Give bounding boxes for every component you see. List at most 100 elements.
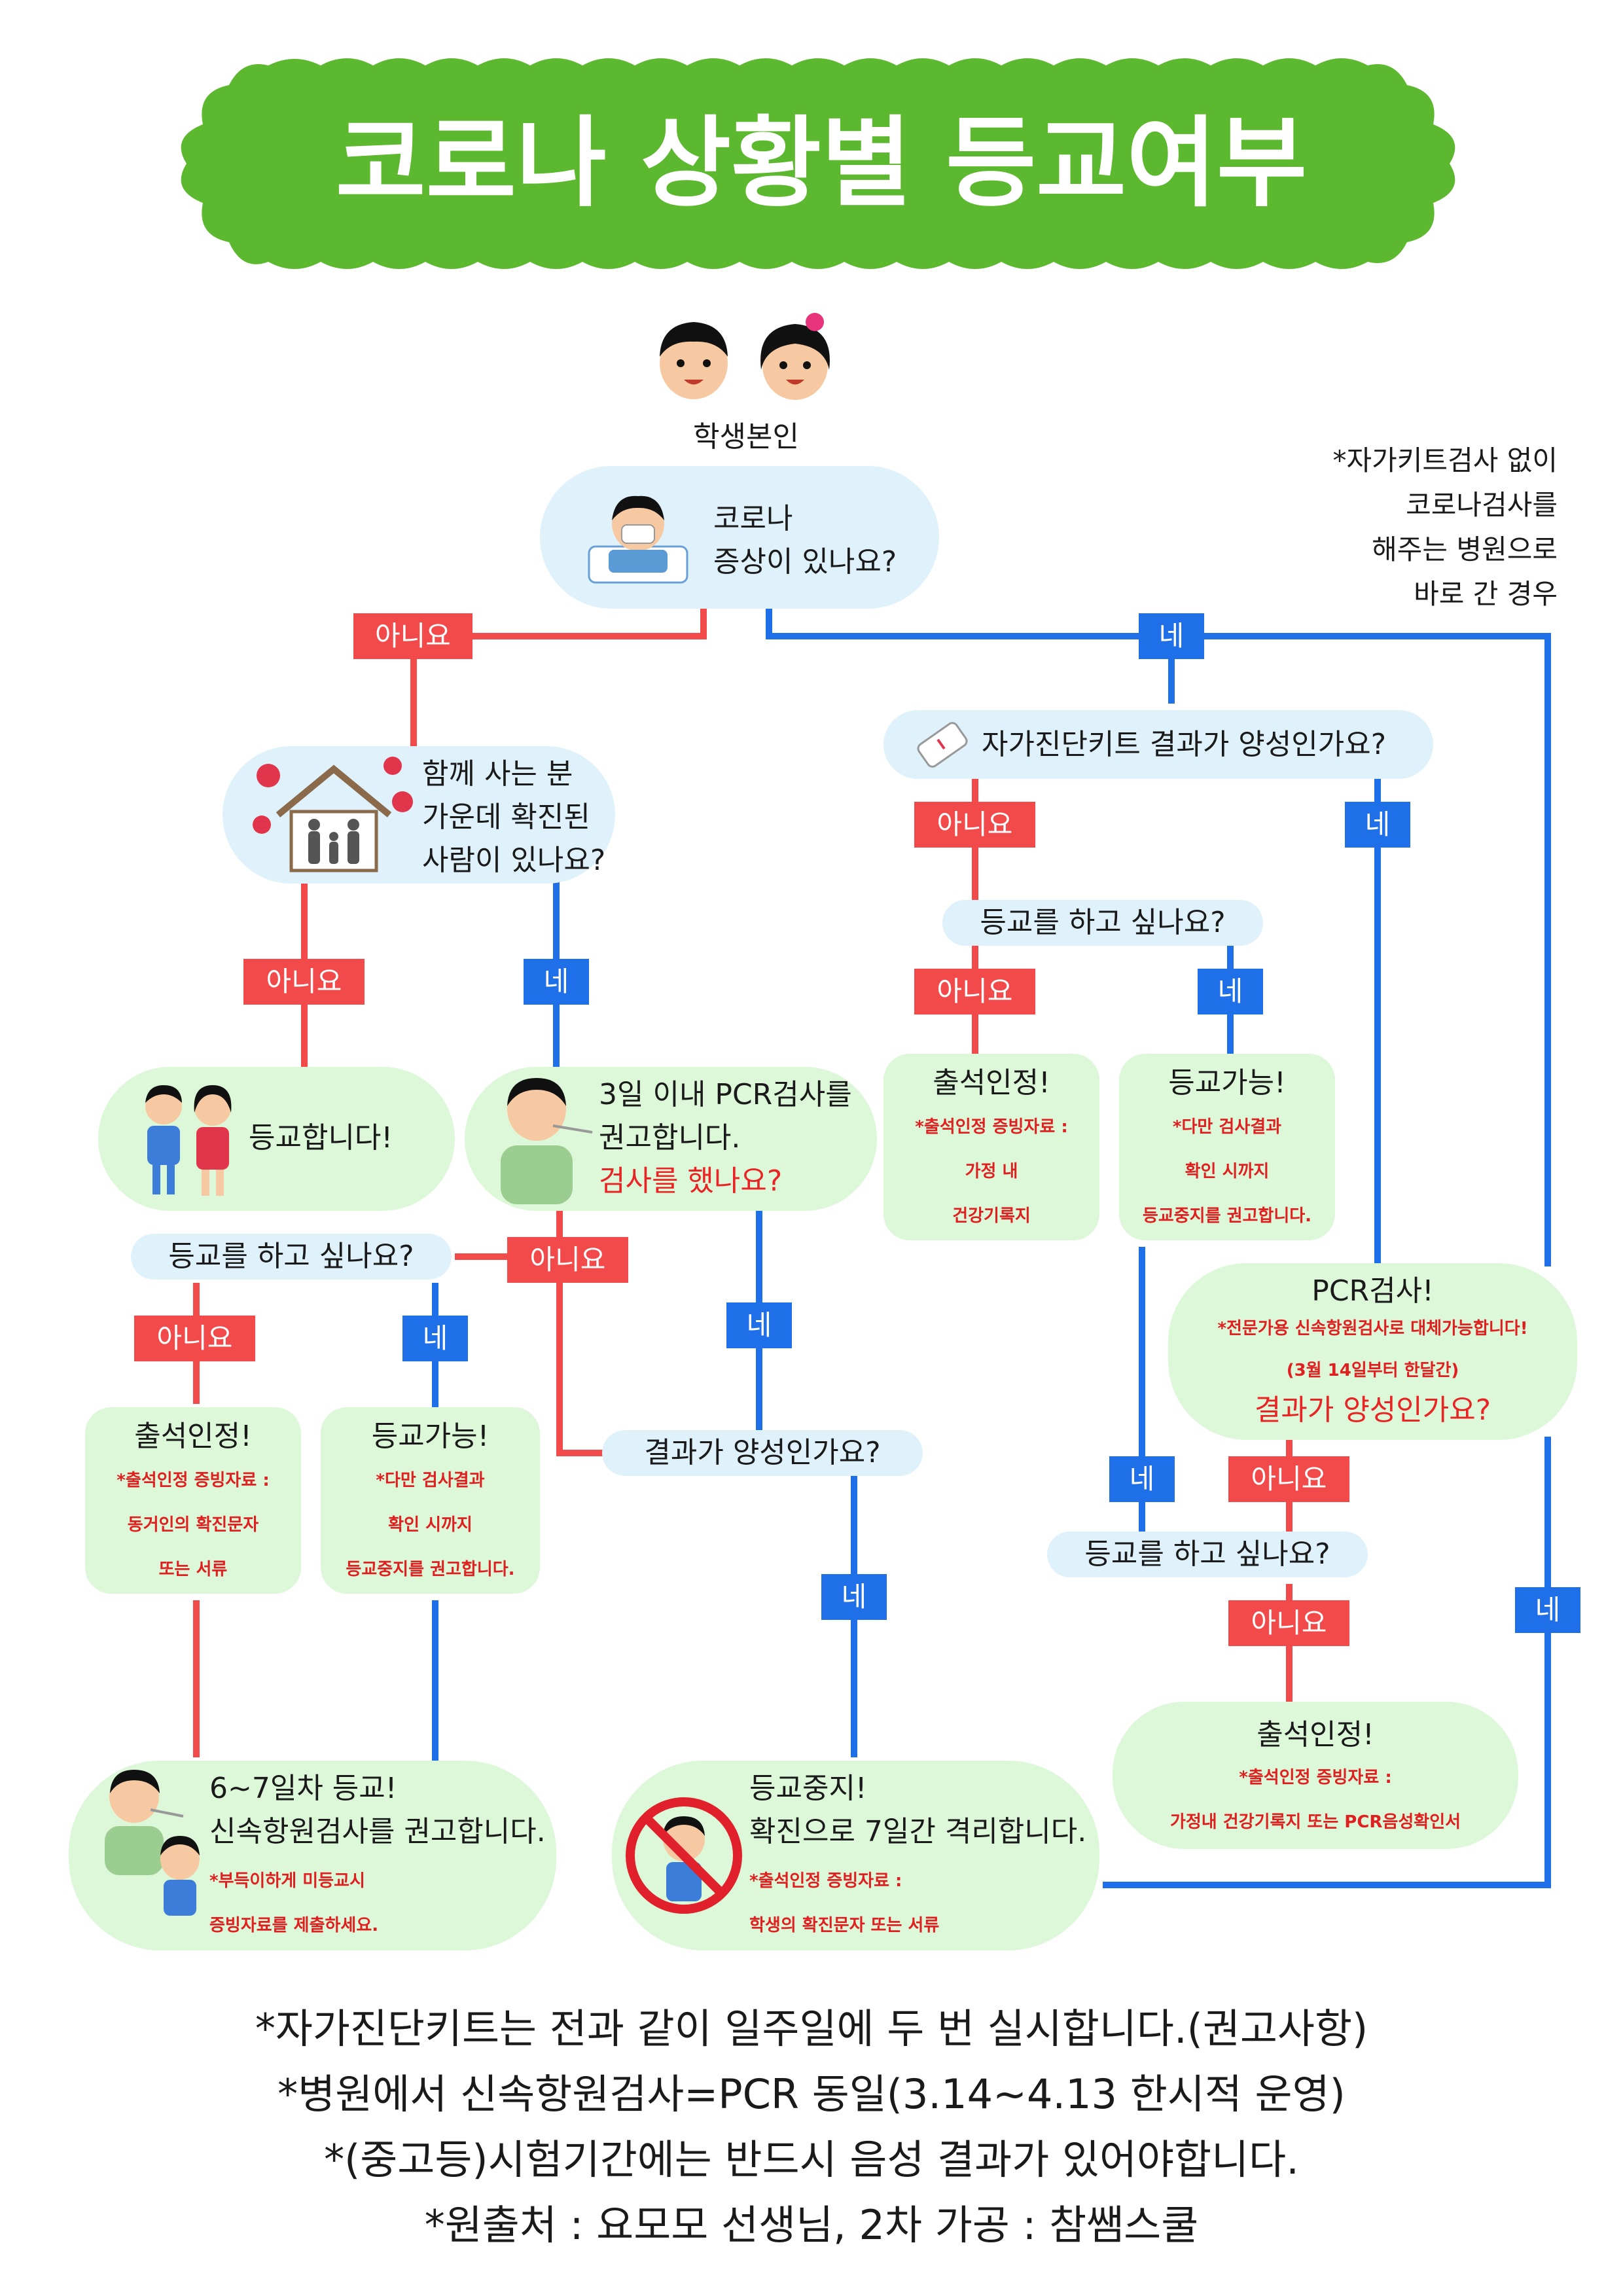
label-household-yes: 네 — [524, 959, 589, 1005]
day67-text: 6~7일차 등교! 신속항원검사를 권고합니다. — [209, 1767, 546, 1854]
footer-source: *원출처 : 요모모 선생님, 2차 가공 : 참쌤스쿨 — [424, 2201, 1199, 2249]
pcr-node: PCR검사! *전문가용 신속항원검사로 대체가능합니다! (3월 14일부터 … — [1168, 1263, 1577, 1440]
note-line: 학생의 확진문자 또는 서류 — [749, 1916, 940, 1935]
question-line: 코로나 — [713, 502, 793, 535]
note-line: (3월 14일부터 한달간) — [1286, 1361, 1459, 1380]
label-left-want-no: 아니요 — [134, 1316, 255, 1361]
possible-left-lines: *다만 검사결과 확인 시까지 등교중지를 권고합니다. — [321, 1458, 540, 1592]
no-entry-child-icon — [626, 1797, 742, 1914]
note-line: 가정 내 — [965, 1162, 1018, 1181]
label-kit-want-yes: 네 — [1198, 969, 1263, 1014]
label-mid-want-no: 아니요 — [1228, 1600, 1349, 1646]
attend-kit-node: 출석인정! *출석인정 증빙자료 : 가정 내 건강기록지 — [883, 1054, 1099, 1240]
label-pcr-res-yes: 네 — [1515, 1587, 1580, 1633]
note-line: *출석인정 증빙자료 : — [749, 1871, 902, 1891]
line-sidenote-direct — [1168, 633, 1551, 1266]
label-pcr-no: 아니요 — [507, 1237, 628, 1283]
note-line: 가정내 건강기록지 또는 PCR음성확인서 — [1169, 1812, 1461, 1832]
question-line: 가운데 확진된 — [422, 800, 590, 834]
attend-kit-title: 출석인정! — [933, 1066, 1050, 1100]
kids-backpack-icon — [145, 1085, 232, 1196]
girl-icon — [760, 313, 830, 400]
label-result-yes: 네 — [821, 1574, 887, 1620]
boy-icon — [660, 322, 728, 399]
top-label: 학생본인 — [693, 420, 799, 454]
sick-child-icon — [588, 495, 688, 584]
side-note-line: 해주는 병원으로 — [1372, 533, 1558, 565]
label-symptom-no: 아니요 — [353, 613, 473, 659]
side-note: *자가키트검사 없이 코로나검사를 해주는 병원으로 바로 간 경우 — [1191, 439, 1558, 617]
want-school-right-text: 등교를 하고 싶나요? — [980, 906, 1226, 939]
note-line: *부득이하게 미등교시 — [209, 1871, 365, 1891]
pcr-recommend-text: 3일 이내 PCR검사를 권고합니다. 검사를 했나요? — [599, 1073, 852, 1203]
side-note-line: 바로 간 경우 — [1414, 578, 1558, 610]
question-line: 사람이 있나요? — [422, 844, 606, 877]
possible-left-title: 등교가능! — [371, 1420, 490, 1453]
result-positive-text: 결과가 양성인가요? — [644, 1436, 881, 1469]
possible-kit-title: 등교가능! — [1168, 1066, 1286, 1100]
question-line: 함께 사는 분 — [422, 757, 573, 791]
pcr-node-question: 결과가 양성인가요? — [1254, 1393, 1491, 1427]
pcr-node-title: PCR검사! — [1311, 1274, 1434, 1308]
attend-right-node: 출석인정! *출석인정 증빙자료 : 가정내 건강기록지 또는 PCR음성확인서 — [1113, 1702, 1518, 1849]
want-school-mid-node — [1047, 1532, 1368, 1577]
stop-line2: 확진으로 7일간 격리합니다. — [749, 1815, 1087, 1848]
doctor-swab-icon — [501, 1078, 593, 1204]
want-school-right-node — [942, 900, 1263, 946]
possible-left-node: 등교가능! *다만 검사결과 확인 시까지 등교중지를 권고합니다. — [321, 1407, 540, 1594]
want-school-left-text: 등교를 하고 싶나요? — [168, 1240, 414, 1273]
note-line: 또는 서류 — [158, 1560, 228, 1579]
possible-kit-node: 등교가능! *다만 검사결과 확인 시까지 등교중지를 권고합니다. — [1119, 1054, 1335, 1240]
note-line: 확인 시까지 — [1185, 1162, 1270, 1181]
label-kit-want-no: 아니요 — [914, 969, 1035, 1014]
doctor-child-icon — [105, 1770, 200, 1916]
footer-note-3: *(중고등)시험기간에는 반드시 음성 결과가 있어야합니다. — [324, 2136, 1299, 2183]
question-line: 증상이 있나요? — [713, 545, 897, 579]
day67-line2: 신속항원검사를 권고합니다. — [209, 1815, 546, 1848]
note-line: *다만 검사결과 — [376, 1471, 485, 1490]
house-family-icon — [253, 757, 413, 872]
note-line: 확인 시까지 — [388, 1515, 473, 1535]
result-positive-node — [602, 1430, 923, 1476]
selfkit-question-text: 자가진단키트 결과가 양성인가요? — [982, 728, 1387, 761]
attend-left-lines: *출석인정 증빙자료 : 동거인의 확진문자 또는 서류 — [85, 1458, 301, 1592]
note-line: 동거인의 확진문자 — [127, 1515, 259, 1535]
label-household-no: 아니요 — [243, 959, 365, 1005]
pcr-line: 3일 이내 PCR검사를 — [599, 1078, 852, 1111]
attend-kit-lines: *출석인정 증빙자료 : 가정 내 건강기록지 — [883, 1105, 1099, 1238]
note-line: 등교중지를 권고합니다. — [1142, 1206, 1312, 1226]
attend-left-title: 출석인정! — [134, 1420, 252, 1453]
note-line: 건강기록지 — [952, 1206, 1031, 1226]
pcr-line: 권고합니다. — [599, 1121, 741, 1155]
note-line: 증빙자료를 제출하세요. — [209, 1916, 379, 1935]
go-school-text: 등교합니다! — [249, 1121, 393, 1155]
line-symptom-yes — [766, 605, 1175, 704]
note-line: *출석인정 증빙자료 : — [1239, 1768, 1392, 1787]
want-school-mid-text: 등교를 하고 싶나요? — [1084, 1537, 1330, 1571]
note-line: *출석인정 증빙자료 : — [915, 1117, 1068, 1137]
line-pcr-no-down — [556, 1208, 605, 1456]
label-symptom-yes: 네 — [1139, 613, 1204, 659]
day67-title: 6~7일차 등교! — [209, 1772, 397, 1805]
household-question-text: 함께 사는 분 가운데 확진된 사람이 있나요? — [422, 753, 605, 882]
household-question-node — [223, 746, 615, 884]
want-school-left-node — [131, 1234, 452, 1280]
attend-right-title: 출석인정! — [1257, 1718, 1374, 1751]
symptom-question-node — [540, 466, 939, 609]
label-kit-yes: 네 — [1345, 802, 1410, 848]
pcr-done-question: 검사를 했나요? — [599, 1164, 783, 1198]
footer-note-1: *자가진단키트는 전과 같이 일주일에 두 번 실시합니다.(권고사항) — [255, 2005, 1368, 2053]
page-title: 코로나 상황별 등교여부 — [335, 107, 1308, 221]
symptom-question-text: 코로나 증상이 있나요? — [713, 497, 897, 584]
test-kit-icon — [917, 722, 968, 768]
line-symptom-no — [410, 605, 707, 749]
side-note-line: *자가키트검사 없이 — [1332, 444, 1558, 476]
label-pcr-yes: 네 — [726, 1302, 792, 1348]
label-mid-want-yes: 네 — [1109, 1456, 1175, 1502]
note-line: 등교중지를 권고합니다. — [346, 1560, 515, 1579]
stop-title: 등교중지! — [749, 1772, 867, 1805]
side-note-line: 코로나검사를 — [1406, 489, 1558, 521]
footer-note-2: *병원에서 신속항원검사=PCR 동일(3.14~4.13 한시적 운영) — [277, 2070, 1346, 2118]
pcr-node-lines: *전문가용 신속항원검사로 대체가능합니다! (3월 14일부터 한달간) — [1168, 1308, 1577, 1391]
label-kit-no: 아니요 — [914, 802, 1035, 848]
